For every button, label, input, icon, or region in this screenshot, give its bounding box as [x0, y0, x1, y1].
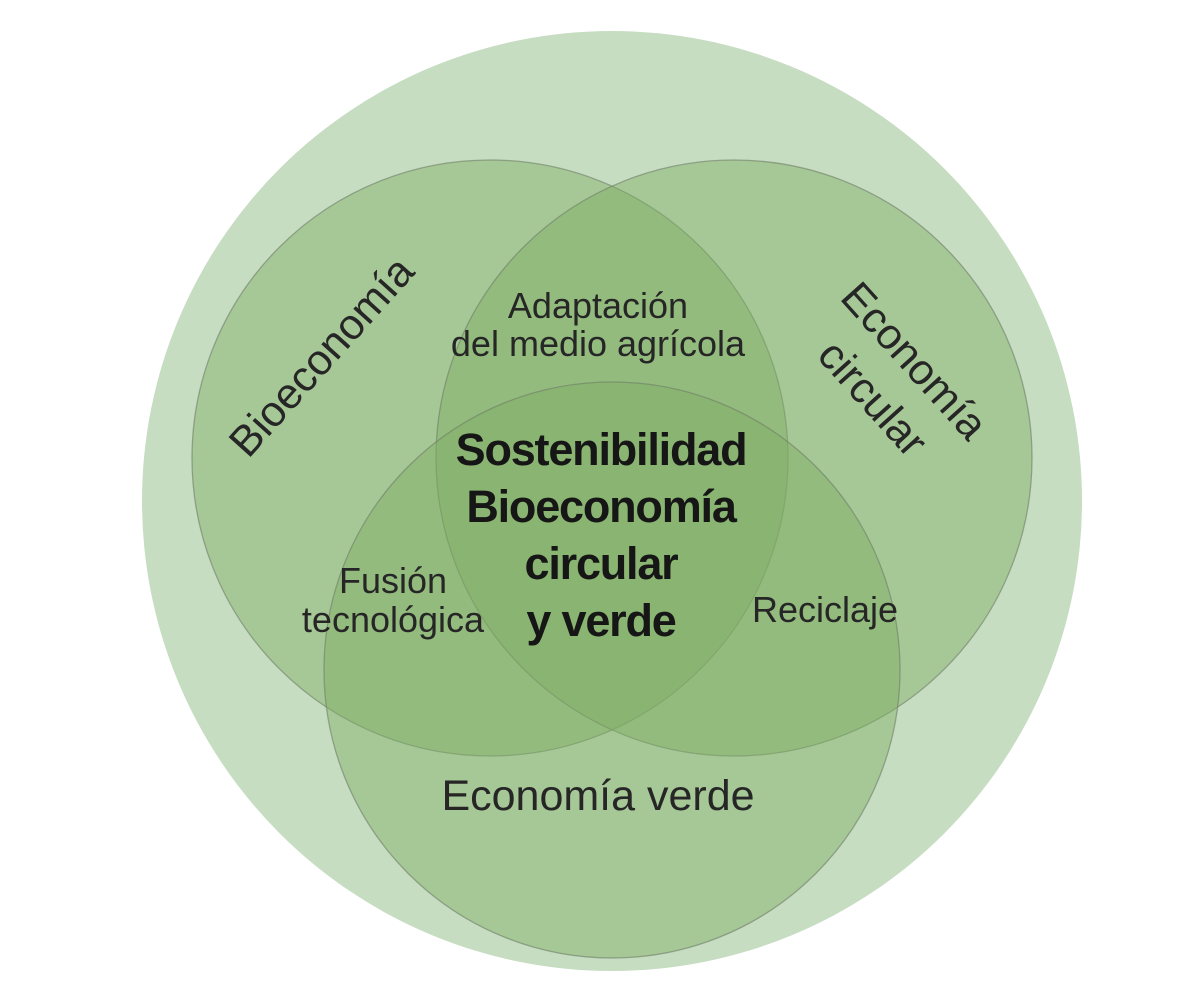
adaptacion-label-group: Adaptación del medio agrícola: [451, 285, 746, 364]
economia-circular-circle: [435, 159, 1033, 757]
fusion-label-line2: tecnológica: [302, 599, 485, 640]
center-label-line2: Bioeconomía: [466, 481, 738, 532]
economia-verde-label: Economía verde: [441, 772, 754, 820]
set-circles: [191, 159, 1033, 959]
adaptacion-label-line2: del medio agrícola: [451, 323, 746, 364]
outer-circle: [142, 31, 1082, 971]
center-label-line3: circular: [525, 538, 679, 589]
center-label-line1: Sostenibilidad: [456, 424, 747, 475]
center-label-group: Sostenibilidad Bioeconomía circular y ve…: [456, 424, 748, 646]
fusion-label-group: Fusión tecnológica: [302, 560, 485, 640]
economia-verde-circle: [323, 381, 901, 959]
center-label-line4: y verde: [526, 595, 675, 646]
reciclaje-label: Reciclaje: [752, 589, 898, 630]
fusion-label-line1: Fusión: [339, 560, 447, 601]
bioeconomia-circle: [191, 159, 789, 757]
adaptacion-label-line1: Adaptación: [508, 285, 688, 326]
